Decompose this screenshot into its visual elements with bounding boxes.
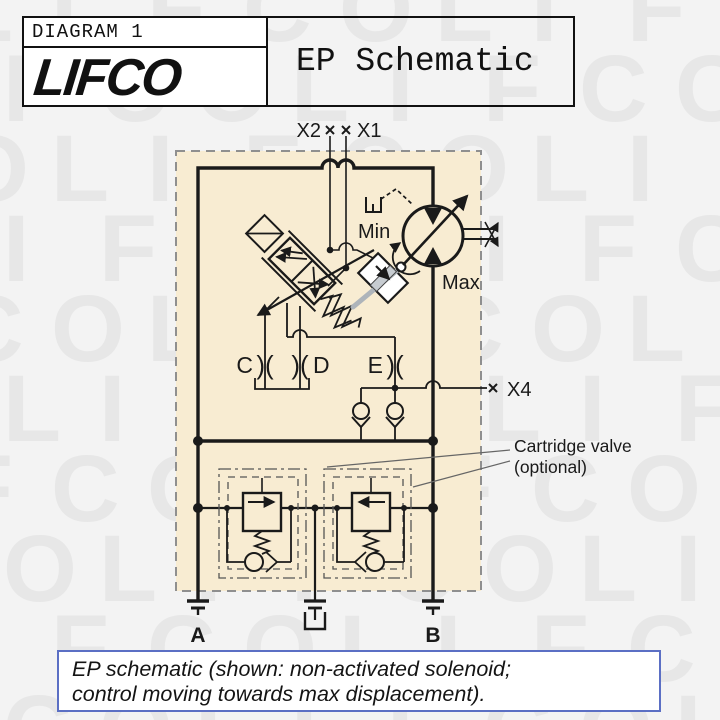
- header-title-box: EP Schematic: [266, 16, 575, 107]
- drive-shaft: [463, 221, 499, 248]
- label-max: Max: [442, 272, 480, 294]
- cartridge-annotation-line1: Cartridge valve: [514, 436, 632, 456]
- watermark-letter: L: [291, 36, 350, 142]
- watermark-letter: L: [627, 276, 686, 382]
- watermark-letter: O: [531, 276, 605, 382]
- caption-line1: EP schematic (shown: non-activated solen…: [72, 657, 511, 681]
- watermark-letter: I: [483, 196, 510, 302]
- watermark-letter: L: [579, 516, 638, 622]
- watermark-letter: L: [675, 682, 720, 720]
- watermark-letter: O: [483, 516, 557, 622]
- min-stop-symbol: [365, 187, 413, 213]
- label-port-b: B: [425, 624, 440, 647]
- watermark-letter: L: [0, 0, 13, 57]
- cartridge-valve-left: [218, 468, 307, 579]
- label-x1: X1: [357, 120, 381, 142]
- lifco-logo: LIFCO: [30, 48, 184, 107]
- watermark-letter: I: [579, 356, 606, 462]
- main-circuit-lines: [196, 158, 435, 600]
- watermark-letter: L: [483, 356, 542, 462]
- watermark-letter: C: [51, 436, 120, 542]
- header-brand-box: DIAGRAM 1 LIFCO: [22, 16, 268, 107]
- label-port-c: C: [236, 352, 253, 378]
- watermark-letter: C: [531, 436, 600, 542]
- watermark-letter: C: [675, 196, 720, 302]
- plug-symbol-c: )(: [256, 350, 274, 380]
- watermark-letter: I: [675, 516, 702, 622]
- watermark-letter: L: [531, 116, 590, 222]
- page-title: EP Schematic: [296, 43, 534, 80]
- label-min: Min: [358, 221, 390, 243]
- watermark-letter: O: [339, 0, 413, 62]
- watermark-letter: F: [99, 196, 158, 302]
- watermark-letter: L: [435, 0, 494, 62]
- watermark-letter: I: [531, 0, 558, 62]
- watermark-letter: F: [675, 356, 720, 462]
- watermark-letter: O: [51, 276, 125, 382]
- watermark-letter: O: [3, 516, 77, 622]
- label-x2: X2: [297, 120, 321, 142]
- x4-line: [361, 380, 498, 393]
- watermark-letter: F: [579, 196, 638, 302]
- swash-rotation-arrow: [389, 242, 421, 276]
- stroking-piston: [350, 242, 421, 310]
- watermark-letter: F: [483, 36, 542, 142]
- ep-control-valve: [244, 213, 375, 330]
- tank-symbol: [303, 599, 327, 631]
- label-port-d: D: [313, 352, 330, 378]
- solenoid-symbol: [244, 213, 285, 254]
- pump-symbol: [365, 187, 499, 268]
- caption-line2: control moving towards max displacement)…: [72, 682, 486, 707]
- label-port-a: A: [190, 624, 205, 647]
- plug-symbol-e: )(: [386, 350, 404, 380]
- label-x4: X4: [507, 379, 531, 401]
- watermark-letter: L: [3, 356, 62, 462]
- watermark-letter: I: [147, 116, 174, 222]
- watermark-letter: I: [627, 116, 654, 222]
- plug-symbol-d: )(: [291, 350, 309, 380]
- annotation-leader-lines: [326, 449, 511, 488]
- pilot-lines-x1-x2: [327, 136, 384, 287]
- cartridge-valve-right: [323, 468, 412, 579]
- proportional-arrow: [256, 249, 375, 316]
- brand-logo-row: LIFCO: [24, 48, 266, 107]
- diagram-number-label: DIAGRAM 1: [24, 18, 266, 48]
- junction-dots: [193, 246, 438, 513]
- watermark-letter: F: [627, 0, 686, 62]
- watermark-letter: O: [675, 36, 720, 142]
- watermark-letter: O: [0, 122, 29, 217]
- plugged-port-x-marks: [325, 125, 351, 135]
- label-port-e: E: [368, 352, 383, 378]
- watermark-letter: I: [387, 36, 414, 142]
- watermark-letter: L: [99, 516, 158, 622]
- watermark-letter: C: [579, 36, 648, 142]
- watermark-letter: C: [0, 282, 24, 377]
- watermark-letter: I: [3, 196, 30, 302]
- watermark-letter: L: [51, 116, 110, 222]
- watermark-letter: F: [0, 442, 13, 537]
- watermark-letter: I: [99, 356, 126, 462]
- port-a-symbol: [187, 599, 209, 615]
- watermark-letter: O: [627, 436, 701, 542]
- caption-box: EP schematic (shown: non-activated solen…: [57, 650, 661, 712]
- cartridge-annotation-line2: (optional): [514, 457, 587, 477]
- port-b-symbol: [422, 599, 444, 615]
